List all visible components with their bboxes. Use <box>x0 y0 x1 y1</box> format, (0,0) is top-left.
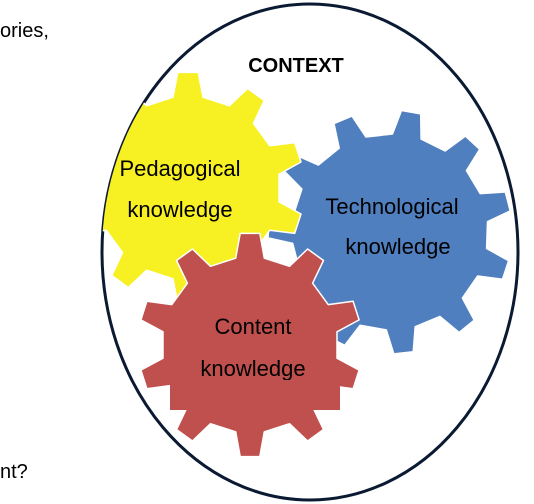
text-fragment-top: ories, <box>0 20 49 42</box>
content-label-line1: Content <box>214 314 291 339</box>
pedagogical-label-line1: Pedagogical <box>119 156 240 181</box>
content-label-mask <box>170 380 340 410</box>
gear-technological <box>267 109 511 355</box>
content-label-line2: knowledge <box>200 356 305 381</box>
text-fragment-bottom: nt? <box>0 461 28 483</box>
context-label: CONTEXT <box>248 55 344 77</box>
technological-label-line1: Technological <box>325 194 458 219</box>
pedagogical-label-line2: knowledge <box>127 197 232 222</box>
technological-label-line2: knowledge <box>345 234 450 259</box>
